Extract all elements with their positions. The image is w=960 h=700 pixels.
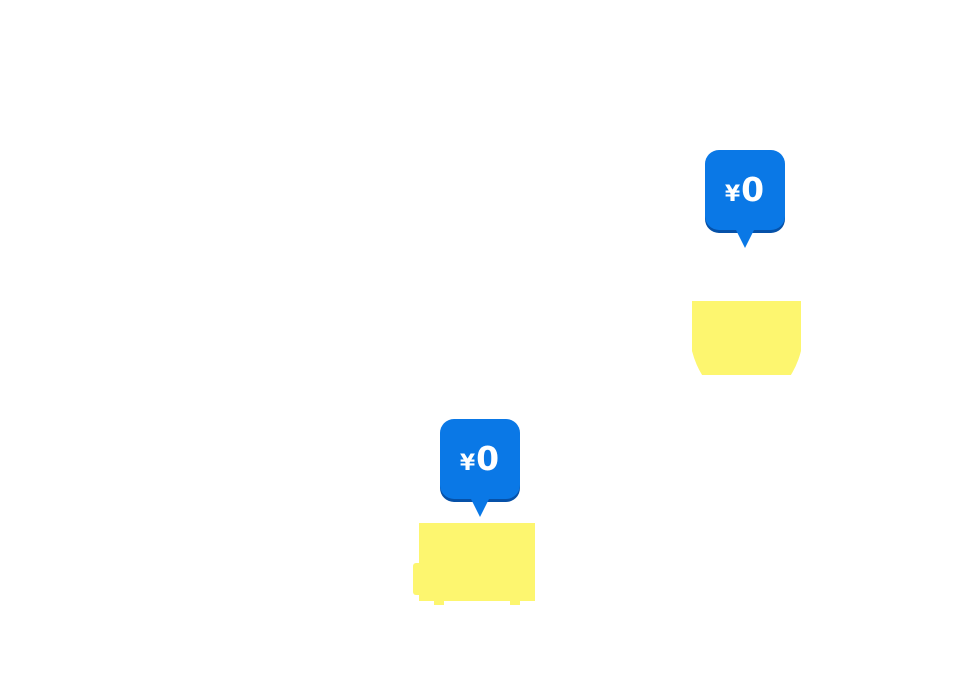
price-label: ¥0: [440, 419, 520, 499]
price-marker-2[interactable]: ¥0: [440, 419, 520, 519]
pin-pointer: [736, 230, 754, 248]
price-amount: 0: [476, 439, 501, 478]
yellow-box-shape[interactable]: [412, 523, 536, 607]
pin-pointer: [471, 499, 489, 517]
currency-symbol: ¥: [724, 182, 742, 207]
yellow-half-circle-shape[interactable]: [690, 301, 801, 375]
price-bubble: [705, 150, 785, 230]
currency-symbol: ¥: [459, 451, 477, 476]
price-amount: 0: [741, 170, 766, 209]
price-marker-1[interactable]: ¥0: [705, 150, 785, 250]
price-label: ¥0: [705, 150, 785, 230]
price-bubble: [440, 419, 520, 499]
